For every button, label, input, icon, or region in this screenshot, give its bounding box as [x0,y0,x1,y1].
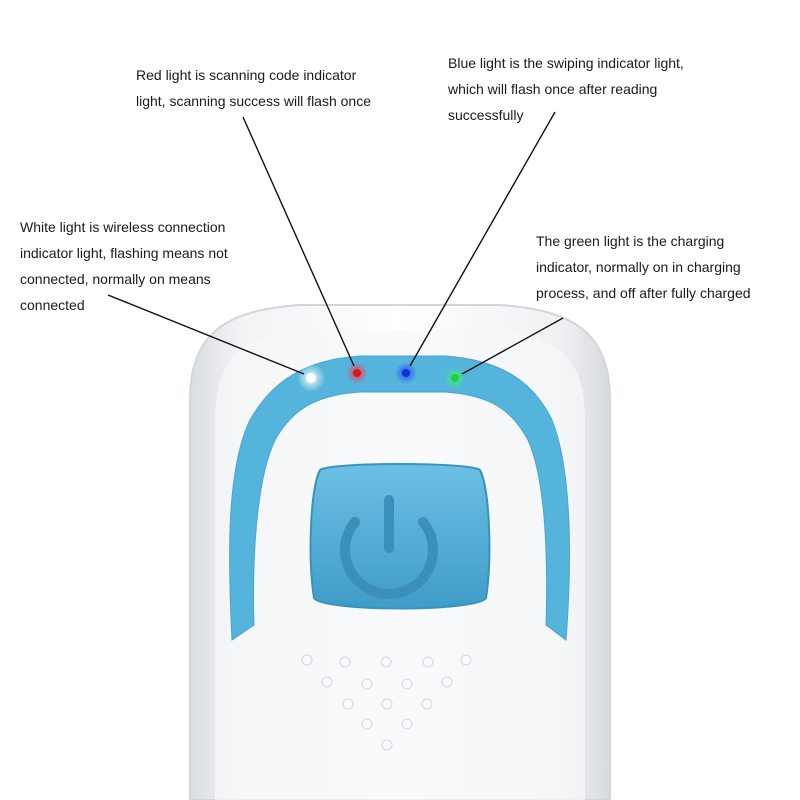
annotation-white-light: White light is wireless connection indic… [20,219,228,313]
power-icon [340,495,438,599]
speaker-grille [301,654,472,751]
red-led [346,362,368,384]
blue-accent-arch [229,355,570,641]
green-led [444,367,466,389]
white-led [297,364,325,392]
leader-line-red [242,116,355,367]
leader-line-white [107,294,305,375]
power-button[interactable] [309,463,491,610]
leader-line-green [461,317,564,375]
annotation-blue-light: Blue light is the swiping indicator ligh… [448,55,684,123]
annotation-red-light: Red light is scanning code indicator lig… [136,67,372,109]
blue-led [395,362,417,384]
leader-line-blue [409,111,556,367]
annotation-green-light: The green light is the charging indicato… [536,233,751,301]
